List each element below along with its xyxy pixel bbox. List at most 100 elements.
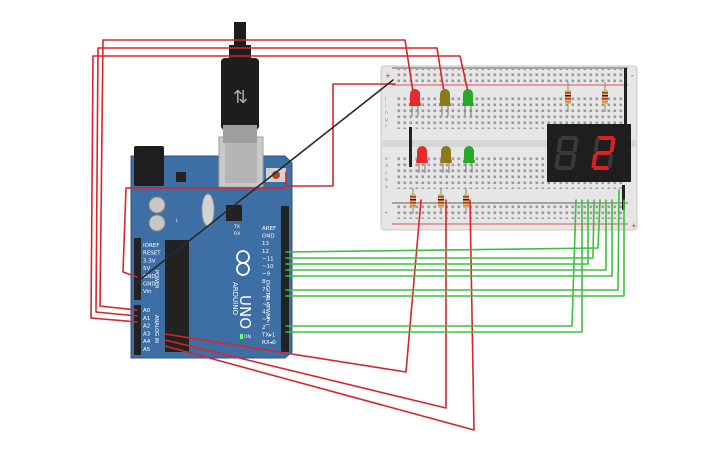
analog-pin-label: A1 [143,316,150,322]
usb-symbol-icon: ⇅ [233,87,248,108]
rail-plus-label: + [385,72,391,80]
resistor[interactable] [463,188,469,214]
wire-green-5[interactable] [285,199,613,277]
bottom-power-rail [395,205,625,219]
digital-pin-label: ~3 [262,317,271,323]
power-label: POWER [153,270,159,289]
wire-red-power[interactable] [285,83,396,187]
digital-header [281,206,289,352]
led-olive-bottom[interactable] [440,146,452,173]
on-label: ON [244,334,251,340]
row-letter: b [385,177,388,183]
rail-minus-label-right: - [631,72,634,80]
digital-pin-label: TX▸1 [261,332,275,338]
power-pin-label: 3.3V [143,258,156,264]
wire-green-4[interactable] [285,199,607,271]
resistor[interactable] [565,82,571,112]
wire-green-9[interactable] [285,199,583,333]
seven-segment-display[interactable] [547,124,631,182]
segment-a [597,136,614,140]
analog-pin-label: A0 [143,308,151,314]
capacitor-1 [148,196,166,214]
jumper-black-post-right-bottom [622,185,625,210]
led-red-bottom[interactable] [416,146,428,173]
segment-d [556,166,573,170]
wire-green-2[interactable] [285,199,595,259]
segment-d [593,166,610,170]
wire-green-1[interactable] [285,199,601,253]
segment-c [570,154,577,168]
usb-cable: ⇅ [221,22,259,143]
top-power-rail [395,69,625,83]
power-pin-label: GND [143,274,156,280]
wire-green-6[interactable] [285,189,620,291]
wire-green-3[interactable] [285,199,589,265]
atmega-chip [165,240,189,352]
crystal [201,193,215,227]
led-green-bottom[interactable] [463,146,475,173]
digital-pin-label: ~9 [262,272,271,278]
resistors-group [410,82,608,214]
analog-pin-label: A4 [143,339,151,345]
analog-pin-label: A3 [143,331,151,337]
voltage-regulator [176,172,186,182]
row-letter: h [385,110,388,116]
wire-red-2[interactable] [95,47,445,317]
wire-red-5v[interactable] [122,187,286,278]
row-letter: i [385,103,386,109]
leds-bottom-group [416,146,475,173]
model-text: UNO [236,295,254,329]
wire-green-7[interactable] [285,199,625,297]
segment-b [609,138,616,152]
power-pin-label: 5V [143,266,150,272]
rail-plus-label-right: + [631,222,637,230]
digital-pin-label: 2 [262,325,266,331]
led-green-top[interactable] [462,89,474,116]
digital-pin-label: ~11 [262,256,274,262]
wire-red-1[interactable] [99,39,414,311]
segment-e [591,154,598,168]
row-letter: j [384,96,386,102]
arduino-uno-board[interactable]: ARDUINO UNO DIGITAL (PWM~) POWER ANALOG … [130,136,293,359]
segment-g [558,151,575,155]
segment-f [556,138,563,152]
rail-minus-label: - [385,209,388,217]
usb-port-inner [225,143,257,183]
wire-black-gnd[interactable] [136,79,394,283]
digital-label: DIGITAL (PWM~) [264,280,270,326]
power-pin-label: GND [143,282,156,288]
rx-label: RX [234,231,240,237]
digital-pin-label: 13 [262,241,269,247]
analog-pin-label: A5 [143,347,151,353]
row-letter: d [385,163,388,169]
digital-pin-label: 7 [262,287,266,293]
digital-pin-label: 12 [262,249,269,255]
digital-pin-label: RX◂0 [262,340,276,346]
analog-label: ANALOG IN [153,315,159,343]
tx-label: TX [233,224,240,230]
digital-pin-label: 4 [262,310,266,316]
led-red-top[interactable] [409,89,421,116]
wire-red-3[interactable] [90,55,469,323]
resistor[interactable] [410,188,416,214]
segment-b [572,138,579,152]
row-letter: e [385,157,388,162]
arduino-logo [236,250,250,276]
row-letter: g [385,118,388,123]
resistor[interactable] [602,82,608,112]
digital-pin-label: ~10 [262,264,274,270]
row-letter: c [385,171,388,176]
center-groove [381,140,637,147]
row-letters: j i h g f e d c b a [384,96,388,190]
led-olive-top[interactable] [439,89,451,116]
on-led [240,334,243,339]
wire-green-8[interactable] [285,199,577,327]
analog-header [134,305,141,355]
seven-segment-left-digit [554,136,579,170]
top-terminal-strip [395,95,625,129]
capacitor-2 [148,214,166,232]
resistor[interactable] [438,188,444,214]
